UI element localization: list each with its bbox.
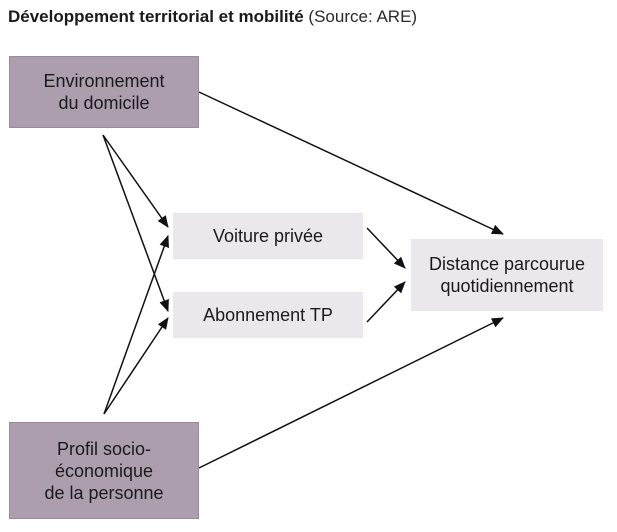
arrow-env-to-car	[102, 134, 169, 228]
node-label-line: économique	[54, 460, 154, 481]
node-label-line: Voiture privée	[212, 226, 324, 246]
node-transit-pass: Abonnement TP	[173, 292, 363, 338]
arrow-profile-to-tp	[103, 317, 169, 415]
arrow-profile-to-distance	[198, 317, 504, 469]
node-private-car: Voiture privée	[173, 213, 363, 259]
arrow-profile-to-car	[103, 235, 169, 415]
node-label-line: Environnement	[43, 71, 165, 91]
arrow-car-to-distance	[366, 227, 406, 269]
title-main: Développement territorial et mobilité	[8, 7, 304, 26]
node-label-line: de la personne	[44, 482, 164, 503]
node-label-line: Distance parcourue	[428, 254, 586, 274]
node-home-environment: Environnement du domicile	[9, 56, 199, 128]
node-label-line: Abonnement TP	[203, 305, 333, 325]
diagram-title: Développement territorial et mobilité (S…	[8, 6, 417, 28]
title-source: (Source: ARE)	[308, 7, 418, 26]
node-daily-distance: Distance parcourue quotidiennement	[411, 239, 603, 311]
arrow-env-to-distance	[198, 91, 504, 235]
node-label-line: du domicile	[58, 93, 150, 113]
arrow-env-to-tp	[102, 134, 169, 312]
node-socioeconomic-profile: Profil socio- économique de la personne	[9, 422, 199, 519]
arrow-tp-to-distance	[366, 281, 406, 323]
node-label-line: Profil socio-	[56, 438, 152, 459]
node-label-line: quotidiennement	[440, 276, 574, 296]
